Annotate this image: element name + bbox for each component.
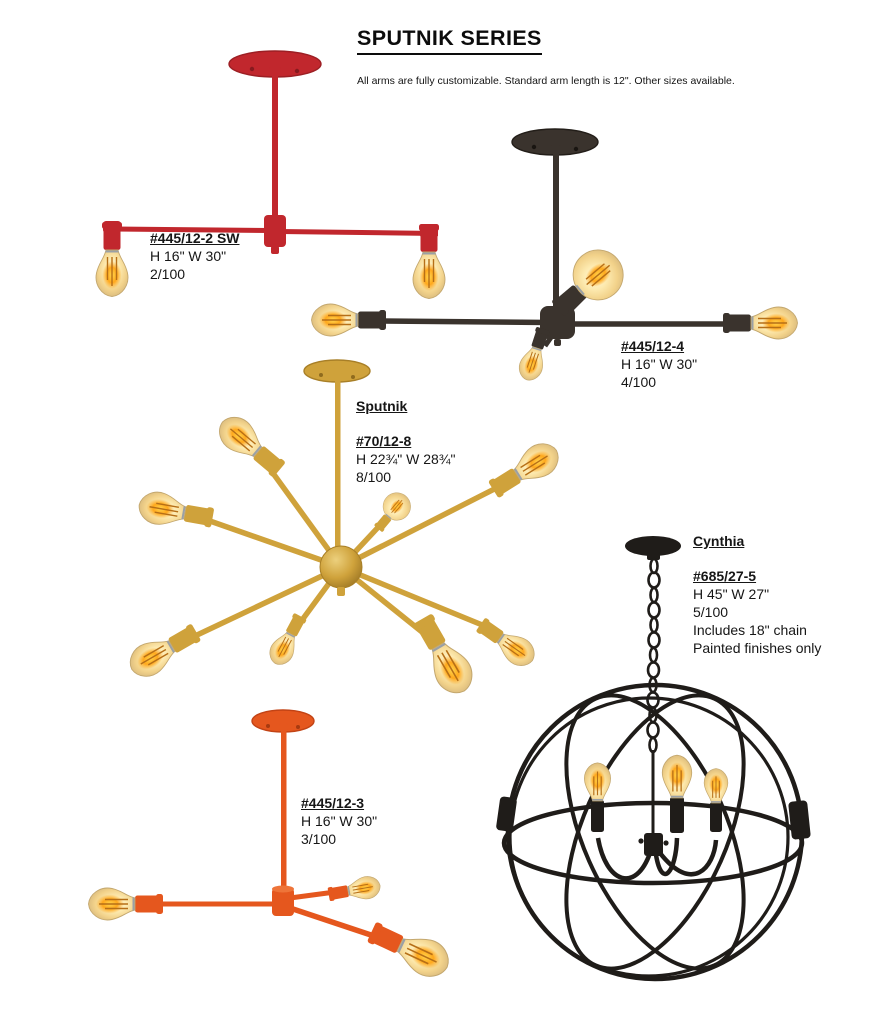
page-title: SPUTNIK SERIES	[357, 26, 542, 55]
product-availability: 4/100	[621, 374, 657, 390]
product-sku: #445/12-3	[301, 795, 365, 811]
product-image-70-12-8	[122, 359, 566, 702]
product-dimensions: H 22¾" W 28¾"	[356, 451, 456, 467]
product-note: Includes 18" chain	[693, 622, 807, 638]
product-sku: #445/12-2 SW	[150, 230, 240, 246]
product-dimensions: H 16" W 30"	[621, 356, 698, 372]
product-availability: 2/100	[150, 266, 186, 282]
product-sku: #685/27-5	[693, 568, 757, 584]
product-name: Cynthia	[693, 533, 745, 549]
page-subtitle: All arms are fully customizable. Standar…	[357, 75, 735, 87]
product-sku: #445/12-4	[621, 338, 685, 354]
product-label-685-27-5: Cynthia #685/27-5 H 45" W 27" 5/100 Incl…	[693, 532, 821, 657]
product-image-445-12-4	[310, 128, 799, 385]
product-label-445-12-3: #445/12-3 H 16" W 30" 3/100	[301, 794, 377, 848]
product-dimensions: H 16" W 30"	[301, 813, 378, 829]
product-availability: 8/100	[356, 469, 392, 485]
product-availability: 5/100	[693, 604, 729, 620]
product-label-70-12-8: Sputnik #70/12-8 H 22¾" W 28¾" 8/100	[356, 397, 455, 486]
product-sku: #70/12-8	[356, 433, 412, 449]
product-name: Sputnik	[356, 398, 408, 414]
product-note: Painted finishes only	[693, 640, 822, 656]
product-dimensions: H 45" W 27"	[693, 586, 770, 602]
product-image-445-12-2-sw	[95, 50, 446, 300]
product-image-685-27-5	[496, 536, 811, 982]
product-availability: 3/100	[301, 831, 337, 847]
product-dimensions: H 16" W 30"	[150, 248, 227, 264]
product-image-445-12-3	[87, 709, 456, 985]
product-label-445-12-2-sw: #445/12-2 SW H 16" W 30" 2/100	[150, 229, 240, 283]
product-label-445-12-4: #445/12-4 H 16" W 30" 4/100	[621, 337, 697, 391]
